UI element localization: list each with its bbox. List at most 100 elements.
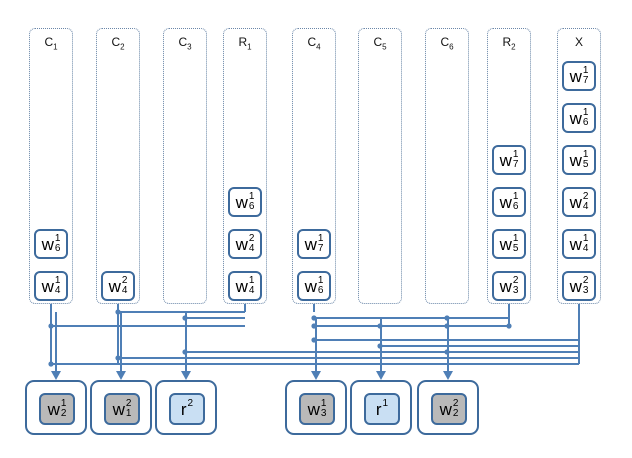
junction-dot xyxy=(182,315,188,321)
symbol-base: w xyxy=(112,399,125,419)
symbol-superscript: 2 xyxy=(248,233,255,244)
symbol-subscript: 6 xyxy=(317,285,324,296)
symbol-superscript: 1 xyxy=(54,233,61,244)
column-label-base: C xyxy=(178,35,188,49)
symbol-superscript: 1 xyxy=(317,275,324,286)
symbol-subscript: 5 xyxy=(582,159,589,170)
column-label-subscript: 2 xyxy=(120,42,125,52)
column-label: X xyxy=(558,35,600,51)
column-label-base: R xyxy=(502,35,512,49)
symbol-subscript: 3 xyxy=(582,285,589,296)
column-label: C3 xyxy=(164,35,206,51)
symbol-superscript: 1 xyxy=(382,398,389,409)
column-label-base: C xyxy=(111,35,121,49)
junction-dot xyxy=(444,315,450,321)
column-label-base: C xyxy=(307,35,317,49)
symbol-superscript: 2 xyxy=(512,275,519,286)
column-label: C4 xyxy=(293,35,335,51)
symbol-superscript: 1 xyxy=(512,191,519,202)
junction-dot xyxy=(48,323,54,329)
symbol-subscript: 4 xyxy=(582,243,589,254)
symbol-superscript: 2 xyxy=(187,398,194,409)
symbol-base: w xyxy=(569,234,582,254)
column-label-base: R xyxy=(238,35,248,49)
junction-dot xyxy=(311,337,317,343)
column-c3: C3 xyxy=(163,28,207,304)
symbol-base: w xyxy=(569,108,582,128)
symbol-superscript: 1 xyxy=(248,191,255,202)
symbol-superscript: 2 xyxy=(121,275,128,286)
symbol-subscript: 5 xyxy=(512,243,519,254)
junction-dot xyxy=(115,355,121,361)
symbol-subscript: 4 xyxy=(54,285,61,296)
junction-dot xyxy=(182,349,188,355)
column-label-base: C xyxy=(373,35,383,49)
symbol-subscript: 3 xyxy=(512,285,519,296)
column-c5: C5 xyxy=(358,28,402,304)
column-label-subscript: 1 xyxy=(53,42,58,52)
column-label: C2 xyxy=(97,35,139,51)
junction-dot xyxy=(115,309,121,315)
column-label-subscript: 5 xyxy=(382,42,387,52)
symbol-superscript: 1 xyxy=(582,233,589,244)
arrowhead xyxy=(51,371,61,380)
junction-dot xyxy=(377,343,383,349)
column-label-subscript: 1 xyxy=(247,42,252,52)
symbol-subscript: 6 xyxy=(248,201,255,212)
symbol-base: r xyxy=(180,399,187,419)
symbol-superscript: 1 xyxy=(582,149,589,160)
arrowhead xyxy=(181,371,191,380)
column-label-base: C xyxy=(44,35,54,49)
column-label-subscript: 2 xyxy=(511,42,516,52)
symbol-base: w xyxy=(304,276,317,296)
column-label-base: X xyxy=(574,35,583,49)
symbol-base: w xyxy=(304,234,317,254)
column-label: C6 xyxy=(426,35,468,51)
symbol-superscript: 1 xyxy=(582,107,589,118)
column-label: R1 xyxy=(224,35,266,51)
symbol-base: w xyxy=(499,150,512,170)
symbol-base: w xyxy=(569,150,582,170)
symbol-superscript: 1 xyxy=(512,233,519,244)
symbol-base: w xyxy=(499,234,512,254)
arrowhead xyxy=(443,371,453,380)
arrowhead xyxy=(311,371,321,380)
arrowhead xyxy=(116,371,126,380)
symbol-subscript: 4 xyxy=(248,243,255,254)
symbol-base: w xyxy=(108,276,121,296)
junction-dot xyxy=(377,323,383,329)
symbol-base: w xyxy=(41,276,54,296)
symbol-subscript xyxy=(383,409,389,419)
symbol-subscript: 4 xyxy=(248,285,255,296)
symbol-superscript: 1 xyxy=(582,65,589,76)
column-label-subscript: 3 xyxy=(187,42,192,52)
symbol-base: w xyxy=(41,234,54,254)
column-label-subscript: 4 xyxy=(316,42,321,52)
symbol-superscript: 1 xyxy=(54,275,61,286)
symbol-base: w xyxy=(235,192,248,212)
